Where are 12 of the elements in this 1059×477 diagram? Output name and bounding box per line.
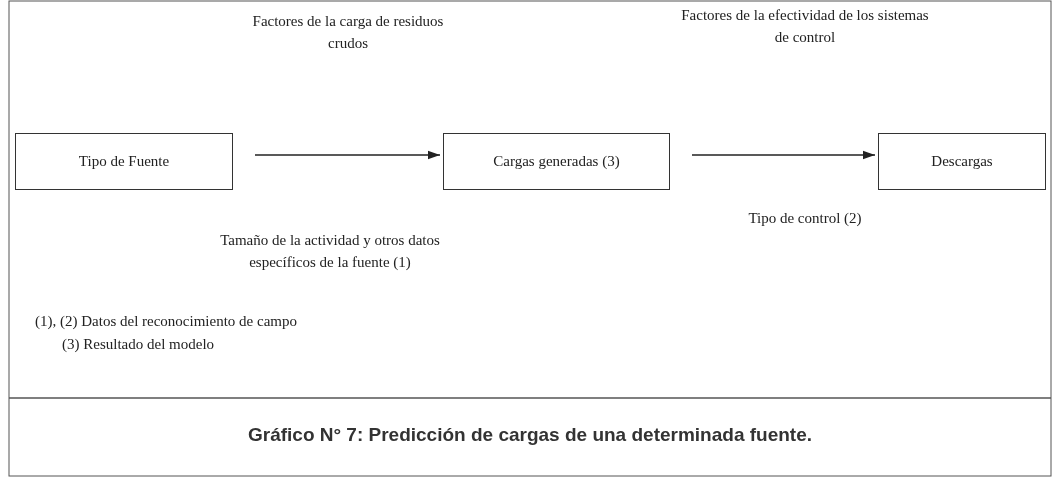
caption: Gráfico N° 7: Predicción de cargas de una determinada fuente. bbox=[246, 424, 813, 446]
process-box: Cargas generadas (3) bbox=[443, 133, 670, 190]
footnote: (3) Resultado del modelo bbox=[62, 335, 216, 354]
process-box: Tipo de Fuente bbox=[15, 133, 233, 190]
annotation-text: Factores de la carga de residuos crudos bbox=[251, 12, 445, 53]
footnote: (1), (2) Datos del reconocimiento de campo bbox=[35, 312, 298, 331]
annotation-text: Factores de la efectividad de los sistemas de control bbox=[680, 6, 930, 47]
arrow bbox=[691, 150, 876, 160]
annotation-text: Tamaño de la actividad y otros datos específicos de la fuente (1) bbox=[220, 231, 440, 272]
arrow bbox=[254, 150, 441, 160]
annotation-text: Tipo de control (2) bbox=[747, 209, 863, 228]
process-box: Descargas bbox=[878, 133, 1046, 190]
